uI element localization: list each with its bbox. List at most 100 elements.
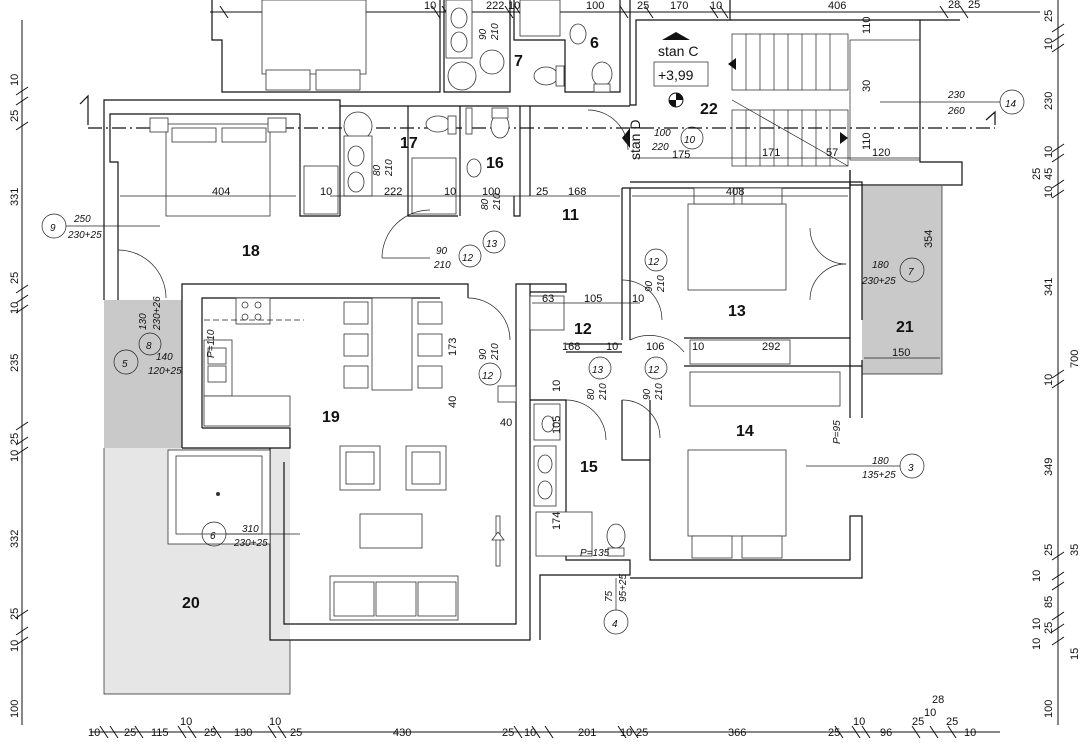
top-dim: 25 xyxy=(968,0,980,11)
right-dim: 349 xyxy=(1043,458,1055,476)
bottom-dim: 28 xyxy=(932,694,944,706)
right-dim: 100 xyxy=(1043,700,1055,718)
right-dim: 25 xyxy=(1043,10,1055,22)
bottom-dim: 10 xyxy=(524,727,536,739)
top-dim: 28 xyxy=(948,0,960,11)
door-width: 80 xyxy=(480,198,491,210)
right-dim: 10 xyxy=(1031,570,1043,582)
bottom-dim: 25 xyxy=(946,716,958,728)
dim: 57 xyxy=(826,147,838,159)
right-dim: 25 xyxy=(1043,544,1055,556)
room-6-label: 6 xyxy=(590,35,599,52)
door-height: 210 xyxy=(490,23,501,41)
opening-ref: 12 xyxy=(648,365,660,376)
left-dimension-line: 10 25 331 25 10 235 25 10 332 25 10 100 xyxy=(9,20,29,725)
staircase xyxy=(728,33,921,167)
arrow-up-icon xyxy=(662,32,690,40)
opening-width: 130 xyxy=(138,313,149,330)
level-marker-icon xyxy=(668,92,684,108)
top-dim: 10 xyxy=(424,0,436,12)
bottom-dim: 10 xyxy=(180,716,192,728)
top-dim: 170 xyxy=(670,0,688,12)
opening-height: 210 xyxy=(433,260,451,271)
dim: 404 xyxy=(212,186,230,198)
dim: 10 xyxy=(320,186,332,198)
left-dim: 100 xyxy=(9,700,21,718)
dim: 110 xyxy=(861,16,873,34)
door-width: 90 xyxy=(478,28,489,40)
opening-ref: 4 xyxy=(612,619,618,630)
door-height: 210 xyxy=(490,343,501,361)
left-dim: 25 xyxy=(9,272,21,284)
dim: 10 xyxy=(551,380,563,392)
dim: 171 xyxy=(762,147,780,159)
dim: 354 xyxy=(923,230,935,248)
dim: 168 xyxy=(568,186,586,198)
dim: 175 xyxy=(672,149,690,161)
opening-height: 230+26 xyxy=(152,296,163,331)
room-13-label: 13 xyxy=(728,303,746,320)
balcony-21 xyxy=(862,186,942,374)
opening-height: 220 xyxy=(651,142,669,153)
bottom-dim: 10 xyxy=(853,716,865,728)
top-dim: 25 xyxy=(637,0,649,12)
right-dim: 15 xyxy=(1069,648,1081,660)
room-7-label: 7 xyxy=(514,53,523,70)
right-dim: 10 xyxy=(1043,374,1055,386)
bottom-dim: 10 xyxy=(924,707,936,719)
dim: 150 xyxy=(892,347,910,359)
opening-ref: 7 xyxy=(908,267,914,278)
room-21-label: 21 xyxy=(896,319,914,336)
dim: 174 xyxy=(551,512,563,530)
opening-ref: 12 xyxy=(482,371,494,382)
opening-height: 95+25 xyxy=(618,573,629,602)
opening-ref: 9 xyxy=(50,223,56,234)
door-width: 80 xyxy=(586,388,597,400)
dim: 10 xyxy=(632,293,644,305)
bottom-dim: 115 xyxy=(151,727,169,739)
right-dim: 341 xyxy=(1043,278,1055,296)
top-dim: 10 xyxy=(710,0,722,12)
opening-width: 230 xyxy=(947,90,965,101)
bottom-dim: 25 xyxy=(204,727,216,739)
right-dim: 35 xyxy=(1069,544,1081,556)
bottom-dim: 10 xyxy=(269,716,281,728)
opening-width: 180 xyxy=(872,260,889,271)
bottom-dim: 25 xyxy=(828,727,840,739)
opening-ref: 8 xyxy=(146,341,152,352)
left-dim: 10 xyxy=(9,640,21,652)
room-18-label: 18 xyxy=(242,243,260,260)
dim: 173 xyxy=(447,338,459,356)
sill-height: P=95 xyxy=(832,420,843,444)
dim: 63 xyxy=(542,293,554,305)
opening-ref: 12 xyxy=(648,257,660,268)
doors xyxy=(117,109,847,441)
left-dim: 10 xyxy=(9,450,21,462)
opening-width: 140 xyxy=(156,352,173,363)
sill-height: P=135 xyxy=(580,548,610,559)
opening-ref: 6 xyxy=(210,531,216,542)
level-box xyxy=(653,61,709,87)
left-dim: 25 xyxy=(9,433,21,445)
room-20-label: 20 xyxy=(182,595,200,612)
bottom-dim: 25 xyxy=(124,727,136,739)
room-17-label: 17 xyxy=(400,135,418,152)
door-height: 210 xyxy=(654,383,665,401)
bottom-dimension-line: 10 25 115 10 25 130 10 25 430 25 10 201 … xyxy=(88,694,1000,739)
right-dim: 10 xyxy=(1043,186,1055,198)
opening-width: 250 xyxy=(73,214,91,225)
dim: 106 xyxy=(646,341,664,353)
dim: 40 xyxy=(447,396,459,408)
bottom-dim: 10 xyxy=(620,727,632,739)
opening-ref: 14 xyxy=(1005,99,1017,110)
left-dim: 25 xyxy=(9,608,21,620)
dim: 110 xyxy=(861,132,873,150)
left-dim: 25 xyxy=(9,110,21,122)
left-dim: 331 xyxy=(9,188,21,206)
room-22-label: 22 xyxy=(700,101,718,118)
bottom-dim: 10 xyxy=(88,727,100,739)
right-dim: 45 xyxy=(1043,168,1055,180)
room-19-label: 19 xyxy=(322,409,340,426)
bottom-dim: 25 xyxy=(636,727,648,739)
